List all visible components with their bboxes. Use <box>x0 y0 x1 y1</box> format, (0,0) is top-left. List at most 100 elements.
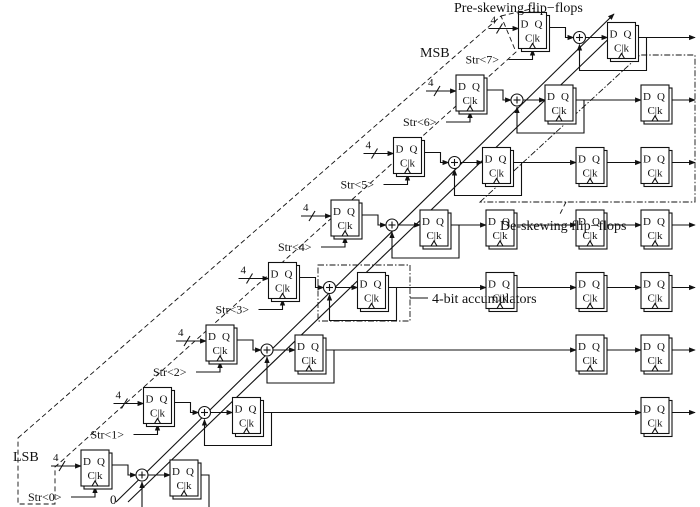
deskew-ff-5-0-d-label: D <box>578 154 586 166</box>
strobe-wire-7 <box>508 48 536 61</box>
pre-skew-ff-3-clk-label: C|k <box>275 283 291 295</box>
bus-slash-1 <box>121 398 128 409</box>
bus-width-3: 4 <box>241 265 247 277</box>
bus-width-7: 4 <box>491 15 497 27</box>
deskew-ff-5-1-d-label: D <box>643 154 651 166</box>
deskew-ff-1-0-clk-triangle <box>651 427 659 434</box>
deskew-ff-1-0-d-label: D <box>643 404 651 416</box>
pre-skew-ff-6-d-label: D <box>458 81 466 93</box>
adder-7 <box>572 30 587 45</box>
bus-slash-4 <box>308 210 316 222</box>
adder-5 <box>447 155 462 170</box>
pre-skew-ff-0-q-label: Q <box>97 456 105 468</box>
pre-to-adder-6 <box>487 89 512 103</box>
pre-to-adder-5 <box>424 151 450 166</box>
bus-slash-5 <box>371 148 378 159</box>
deskew-ff-6-0-clk-triangle <box>651 114 659 122</box>
deskew-ff-5-1-clk-triangle <box>651 177 659 184</box>
carry-rail-inner <box>127 23 625 503</box>
pre-skew-ff-4-clk-label: C|k <box>337 220 353 232</box>
accumulator-ff-1-q-label: Q <box>249 404 257 416</box>
pre-skew-ff-7-clk-triangle <box>529 42 536 49</box>
accumulator-ff-5-clk-triangle <box>493 177 500 184</box>
deskew-ff-3-0-clk-triangle <box>496 302 504 309</box>
pre-skew-ff-6-clk-label: C|k <box>462 95 478 107</box>
accumulator-ff-2-d-label: D <box>297 341 305 353</box>
deskew-ff-3-1-clk-triangle <box>586 302 594 309</box>
pre-skew-ff-6-clk-triangle <box>466 104 474 112</box>
acc-feedback-7 <box>576 36 648 72</box>
pre-skew-ff-3-clk-triangle <box>279 292 286 299</box>
strobe-wire-6 <box>446 111 473 123</box>
accumulator-ff-3-q-label: Q <box>374 279 382 291</box>
strobe-label-5: Str<5> <box>341 178 375 192</box>
accumulator-ff-6-d-label: D <box>547 91 555 103</box>
bus-width-1: 4 <box>116 390 122 402</box>
strobe-label-0: Str<0> <box>28 490 62 504</box>
adder-1 <box>197 405 212 420</box>
accumulator-ff-5-q-label: Q <box>499 154 507 166</box>
accumulator-label: 4-bit accumulators <box>432 292 537 307</box>
strobe-wire-2 <box>196 361 223 373</box>
deskew-ff-3-1-clk-label: C|k <box>582 293 598 305</box>
pre-to-adder-0 <box>112 464 137 478</box>
accumulator-ff-6-q-label: Q <box>561 91 569 103</box>
adder-2 <box>260 343 274 357</box>
accumulator-ff-2-clk-triangle <box>305 364 313 372</box>
acc-feedback-6 <box>514 99 585 134</box>
bus-slash-3 <box>246 273 253 284</box>
bus-width-5: 4 <box>366 140 372 152</box>
deskew-ff-2-1-d-label: D <box>643 341 651 353</box>
acc-feedback-0 <box>139 474 210 507</box>
pre-to-adder-2 <box>237 339 262 353</box>
acc-feedback-5 <box>451 161 523 197</box>
accumulator-ff-7-q-label: Q <box>624 29 632 41</box>
pre-skew-ff-6-q-label: Q <box>472 81 480 93</box>
pre-skew-ff-3-d-label: D <box>271 269 279 281</box>
accumulator-ff-3-clk-triangle <box>368 302 375 309</box>
bus-slash-6 <box>433 85 441 97</box>
deskew-ff-5-1-q-label: Q <box>657 154 665 166</box>
deskew-ff-2-1-clk-label: C|k <box>647 355 663 367</box>
accumulator-highlight-box <box>317 264 411 322</box>
deskew-ff-5-1-clk-label: C|k <box>647 168 663 180</box>
strobe-labels: 4Str<0>4Str<1>4Str<2>4Str<3>4Str<4>4Str<… <box>28 15 499 505</box>
deskew-ff-6-0-d-label: D <box>643 91 651 103</box>
pre-skew-ff-4-d-label: D <box>333 206 341 218</box>
accumulator-ff-5-clk-label: C|k <box>489 168 505 180</box>
deskew-ff-4-0-d-label: D <box>488 216 496 228</box>
deskew-ff-2-0-d-label: D <box>578 341 586 353</box>
deskew-ff-4-2-clk-triangle <box>651 239 659 247</box>
deskew-ff-5-0-clk-label: C|k <box>582 168 598 180</box>
accumulator-ff-2-q-label: Q <box>311 341 319 353</box>
accumulator-ff-4-clk-triangle <box>430 239 438 247</box>
pre-skew-ff-7-q-label: Q <box>535 19 543 31</box>
pre-skew-ff-4-q-label: Q <box>347 206 355 218</box>
deskew-ff-3-2-clk-triangle <box>651 302 659 309</box>
bus-slash-2 <box>183 335 191 347</box>
lsb-label: LSB <box>13 450 39 465</box>
accumulator-ff-6-clk-triangle <box>555 114 563 122</box>
deskew-ff-4-0-clk-triangle <box>496 239 504 247</box>
deskew-ff-3-1-q-label: Q <box>592 279 600 291</box>
pre-skew-ff-4-clk-triangle <box>341 229 349 237</box>
pre-skew-ff-5-d-label: D <box>396 144 404 156</box>
adder-3 <box>322 280 337 295</box>
accumulator-ff-3-d-label: D <box>360 279 368 291</box>
